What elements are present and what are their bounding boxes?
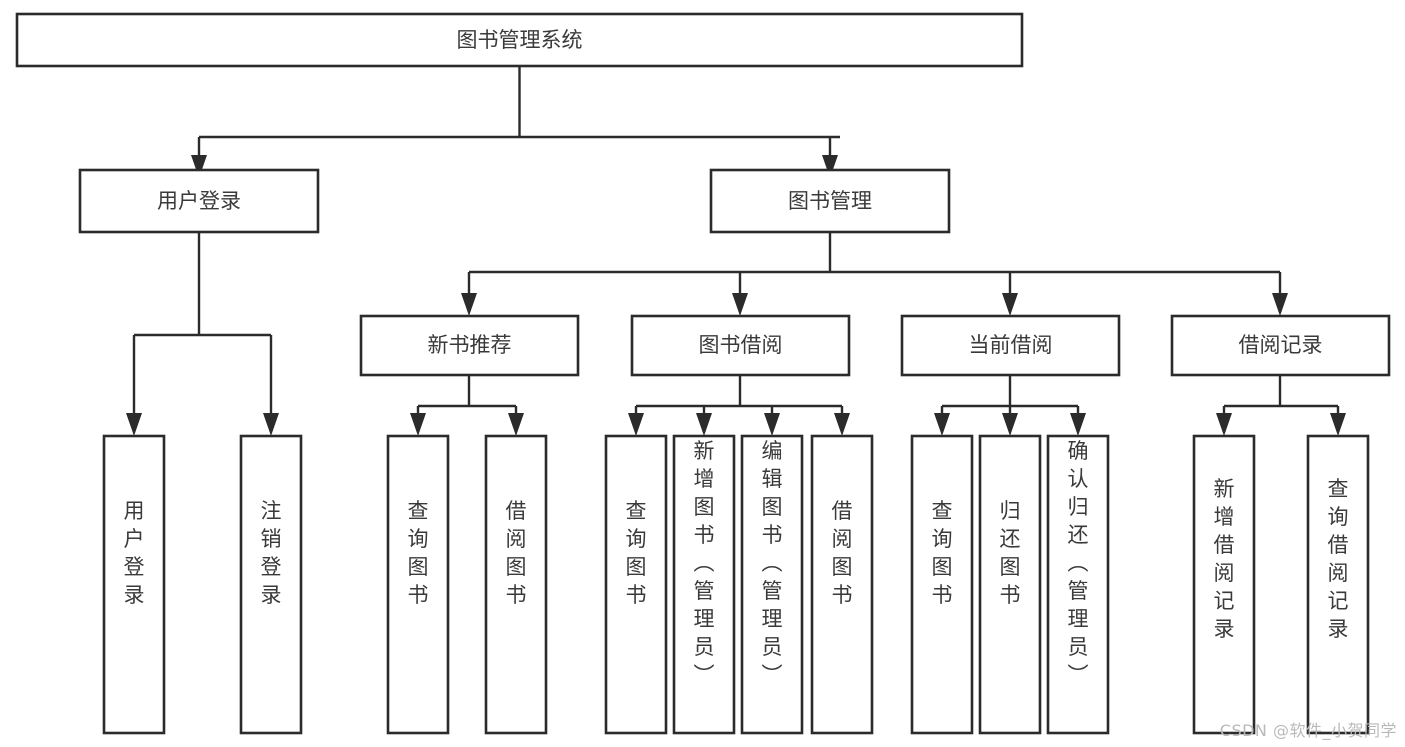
node-leaf-logout-label: 注销登录 — [261, 499, 282, 607]
node-leaf-add-borrow-record-label: 新增借阅记录 — [1214, 477, 1235, 641]
arrow-to-leaf-edit-book — [764, 413, 780, 436]
node-user-login-label: 用户登录 — [157, 189, 241, 213]
connectors-root-to-level1 — [191, 66, 840, 178]
node-book-borrow-box — [630, 314, 851, 377]
node-book-borrow[interactable]: 图书借阅 — [630, 314, 851, 377]
node-leaf-query-book-borrow-label: 查询图书 — [626, 499, 647, 607]
node-leaf-edit-book-label: 编辑图书︵管理员︶ — [762, 439, 783, 687]
node-leaf-edit-book[interactable]: 编辑图书︵管理员︶ — [740, 434, 804, 735]
node-leaf-borrow-book-recommend[interactable]: 借阅图书 — [484, 434, 548, 735]
node-current-borrow-box — [900, 314, 1121, 377]
arrow-to-leaf-confirm-return — [1070, 413, 1086, 436]
connectors-current-borrow-to-leaves — [934, 375, 1086, 436]
arrow-to-leaf-logout — [263, 413, 279, 436]
node-leaf-add-borrow-record[interactable]: 新增借阅记录 — [1192, 434, 1256, 735]
connector-root-trunk — [197, 66, 840, 160]
node-leaf-query-book-recommend[interactable]: 查询图书 — [386, 434, 450, 735]
node-new-book-recommend-label: 新书推荐 — [428, 333, 512, 357]
node-borrow-record-label: 借阅记录 — [1239, 333, 1323, 357]
arrow-to-leaf-return-book — [1002, 413, 1018, 436]
node-leaf-edit-book-box — [740, 434, 804, 735]
node-leaf-borrow-book[interactable]: 借阅图书 — [810, 434, 874, 735]
node-leaf-add-book-label: 新增图书︵管理员︶ — [694, 439, 715, 687]
node-user-login[interactable]: 用户登录 — [78, 168, 320, 234]
arrow-to-leaf-query-record — [1330, 413, 1346, 436]
node-borrow-record-box — [1170, 314, 1391, 377]
connector-book-mgmt-trunk — [467, 232, 1280, 298]
node-root-label: 图书管理系统 — [457, 28, 583, 52]
node-current-borrow-label: 当前借阅 — [969, 333, 1053, 357]
arrow-to-borrow-record — [1272, 293, 1288, 316]
arrow-to-user-login — [191, 155, 207, 178]
node-book-management-label: 图书管理 — [788, 189, 872, 213]
node-leaf-confirm-return[interactable]: 确认归还︵管理员︶ — [1046, 434, 1110, 735]
arrow-to-leaf-query-book-2 — [628, 413, 644, 436]
node-leaf-user-login-box — [102, 434, 166, 735]
node-leaf-query-book-borrow[interactable]: 查询图书 — [604, 434, 668, 735]
node-leaf-query-book-current[interactable]: 查询图书 — [910, 434, 974, 735]
node-leaf-query-book-current-label: 查询图书 — [932, 499, 953, 607]
connector-user-login-trunk — [132, 232, 271, 418]
arrow-to-book-borrow — [732, 293, 748, 316]
node-leaf-query-book-borrow-box — [604, 434, 668, 735]
node-leaf-add-book[interactable]: 新增图书︵管理员︶ — [672, 434, 736, 735]
node-leaf-logout-box — [239, 434, 303, 735]
node-leaf-confirm-return-box — [1046, 434, 1110, 735]
connectors-user-login-to-leaves — [126, 232, 279, 436]
node-leaf-logout[interactable]: 注销登录 — [239, 434, 303, 735]
connectors-borrow-record-to-leaves — [1216, 375, 1346, 436]
arrow-to-leaf-query-book-3 — [934, 413, 950, 436]
node-leaf-borrow-book-recommend-label: 借阅图书 — [506, 499, 527, 607]
node-book-management[interactable]: 图书管理 — [709, 168, 951, 234]
node-borrow-record[interactable]: 借阅记录 — [1170, 314, 1391, 377]
node-leaf-add-borrow-record-box — [1192, 434, 1256, 735]
connector-borrow-record-trunk — [1222, 375, 1338, 418]
connector-new-book-trunk — [416, 375, 516, 418]
node-root-box — [15, 12, 1024, 68]
arrow-to-leaf-borrow-book-1 — [508, 413, 524, 436]
connector-book-borrow-trunk — [634, 375, 842, 418]
connectors-book-borrow-to-leaves — [628, 375, 850, 436]
node-user-login-box — [78, 168, 320, 234]
node-leaf-query-borrow-record-label: 查询借阅记录 — [1328, 477, 1349, 641]
node-leaf-borrow-book-box — [810, 434, 874, 735]
arrow-to-leaf-add-record — [1216, 413, 1232, 436]
node-leaf-return-book-label: 归还图书 — [1000, 499, 1021, 607]
node-leaf-query-borrow-record[interactable]: 查询借阅记录 — [1306, 434, 1370, 735]
node-leaf-borrow-book-label: 借阅图书 — [832, 499, 853, 607]
node-leaf-borrow-book-recommend-box — [484, 434, 548, 735]
node-leaf-user-login-label: 用户登录 — [124, 499, 145, 607]
arrow-to-leaf-user-login — [126, 413, 142, 436]
node-leaf-add-book-box — [672, 434, 736, 735]
node-leaf-query-book-recommend-label: 查询图书 — [408, 499, 429, 607]
node-current-borrow[interactable]: 当前借阅 — [900, 314, 1121, 377]
node-leaf-return-book[interactable]: 归还图书 — [978, 434, 1042, 735]
connectors-new-book-to-leaves — [410, 375, 524, 436]
node-leaf-query-book-current-box — [910, 434, 974, 735]
arrow-to-leaf-add-book — [696, 413, 712, 436]
node-root-system[interactable]: 图书管理系统 — [15, 12, 1024, 68]
arrow-to-book-management — [822, 155, 838, 178]
node-book-management-box — [709, 168, 951, 234]
arrow-to-current-borrow — [1002, 293, 1018, 316]
node-new-book-recommend-box — [359, 314, 580, 377]
node-leaf-return-book-box — [978, 434, 1042, 735]
arrow-to-leaf-borrow-book-2 — [834, 413, 850, 436]
node-leaf-query-borrow-record-box — [1306, 434, 1370, 735]
node-leaf-query-book-recommend-box — [386, 434, 450, 735]
node-leaf-user-login[interactable]: 用户登录 — [102, 434, 166, 735]
arrow-to-leaf-query-book-1 — [410, 413, 426, 436]
arrow-to-new-book-recommend — [461, 293, 477, 316]
node-book-borrow-label: 图书借阅 — [699, 333, 783, 357]
node-leaf-confirm-return-label: 确认归还︵管理员︶ — [1068, 439, 1089, 687]
node-new-book-recommend[interactable]: 新书推荐 — [359, 314, 580, 377]
connectors-book-mgmt-to-level2 — [461, 232, 1288, 316]
